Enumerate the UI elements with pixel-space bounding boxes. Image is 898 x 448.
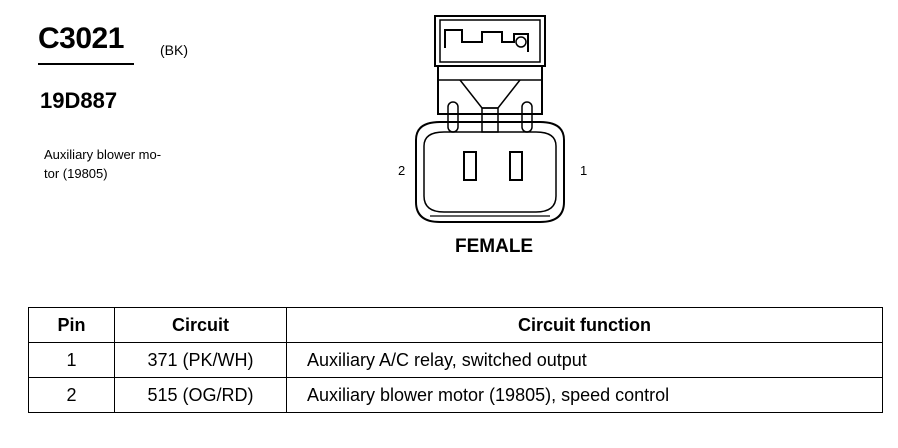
- cell-circuit: 371 (PK/WH): [114, 342, 287, 378]
- cell-circuit-function: Auxiliary A/C relay, switched output: [286, 342, 883, 378]
- neck-outer: [437, 65, 543, 115]
- pin-label-2: 2: [398, 163, 406, 178]
- header-circuit: Circuit: [114, 307, 287, 343]
- cell-circuit-function: Auxiliary blower motor (19805), speed co…: [286, 377, 883, 413]
- connector-gender: FEMALE: [455, 236, 534, 257]
- latch-inner: [439, 19, 541, 63]
- header-pin: Pin: [28, 307, 115, 343]
- oval-left: [447, 101, 459, 133]
- latch-circle: [515, 36, 527, 48]
- cell-circuit: 515 (OG/RD): [114, 377, 287, 413]
- oval-right: [521, 101, 533, 133]
- connector-face-diagram: [415, 15, 565, 223]
- latch-notch: [444, 29, 529, 52]
- body-outer: [415, 121, 565, 223]
- pin-table: Pin Circuit Circuit function 1 371 (PK/W…: [28, 307, 883, 413]
- body-inner: [423, 131, 557, 213]
- table-row: 1 371 (PK/WH) Auxiliary A/C relay, switc…: [28, 342, 883, 378]
- terminal-cavity-2: [463, 151, 477, 181]
- connector-color: (BK): [160, 42, 188, 58]
- part-number: 19D887: [40, 88, 118, 113]
- cell-pin: 1: [28, 342, 115, 378]
- header-circuit-function: Circuit function: [286, 307, 883, 343]
- pin-label-1: 1: [580, 163, 588, 178]
- table-header-row: Pin Circuit Circuit function: [28, 307, 883, 343]
- connector-id: C3021: [38, 22, 124, 55]
- connector-id-underline: [38, 63, 134, 65]
- neck-center-tab: [481, 107, 499, 133]
- cell-pin: 2: [28, 377, 115, 413]
- terminal-cavity-1: [509, 151, 523, 181]
- table-row: 2 515 (OG/RD) Auxiliary blower motor (19…: [28, 377, 883, 413]
- neck-left-rib: [459, 79, 521, 109]
- connector-description: Auxiliary blower mo- tor (19805): [44, 147, 162, 181]
